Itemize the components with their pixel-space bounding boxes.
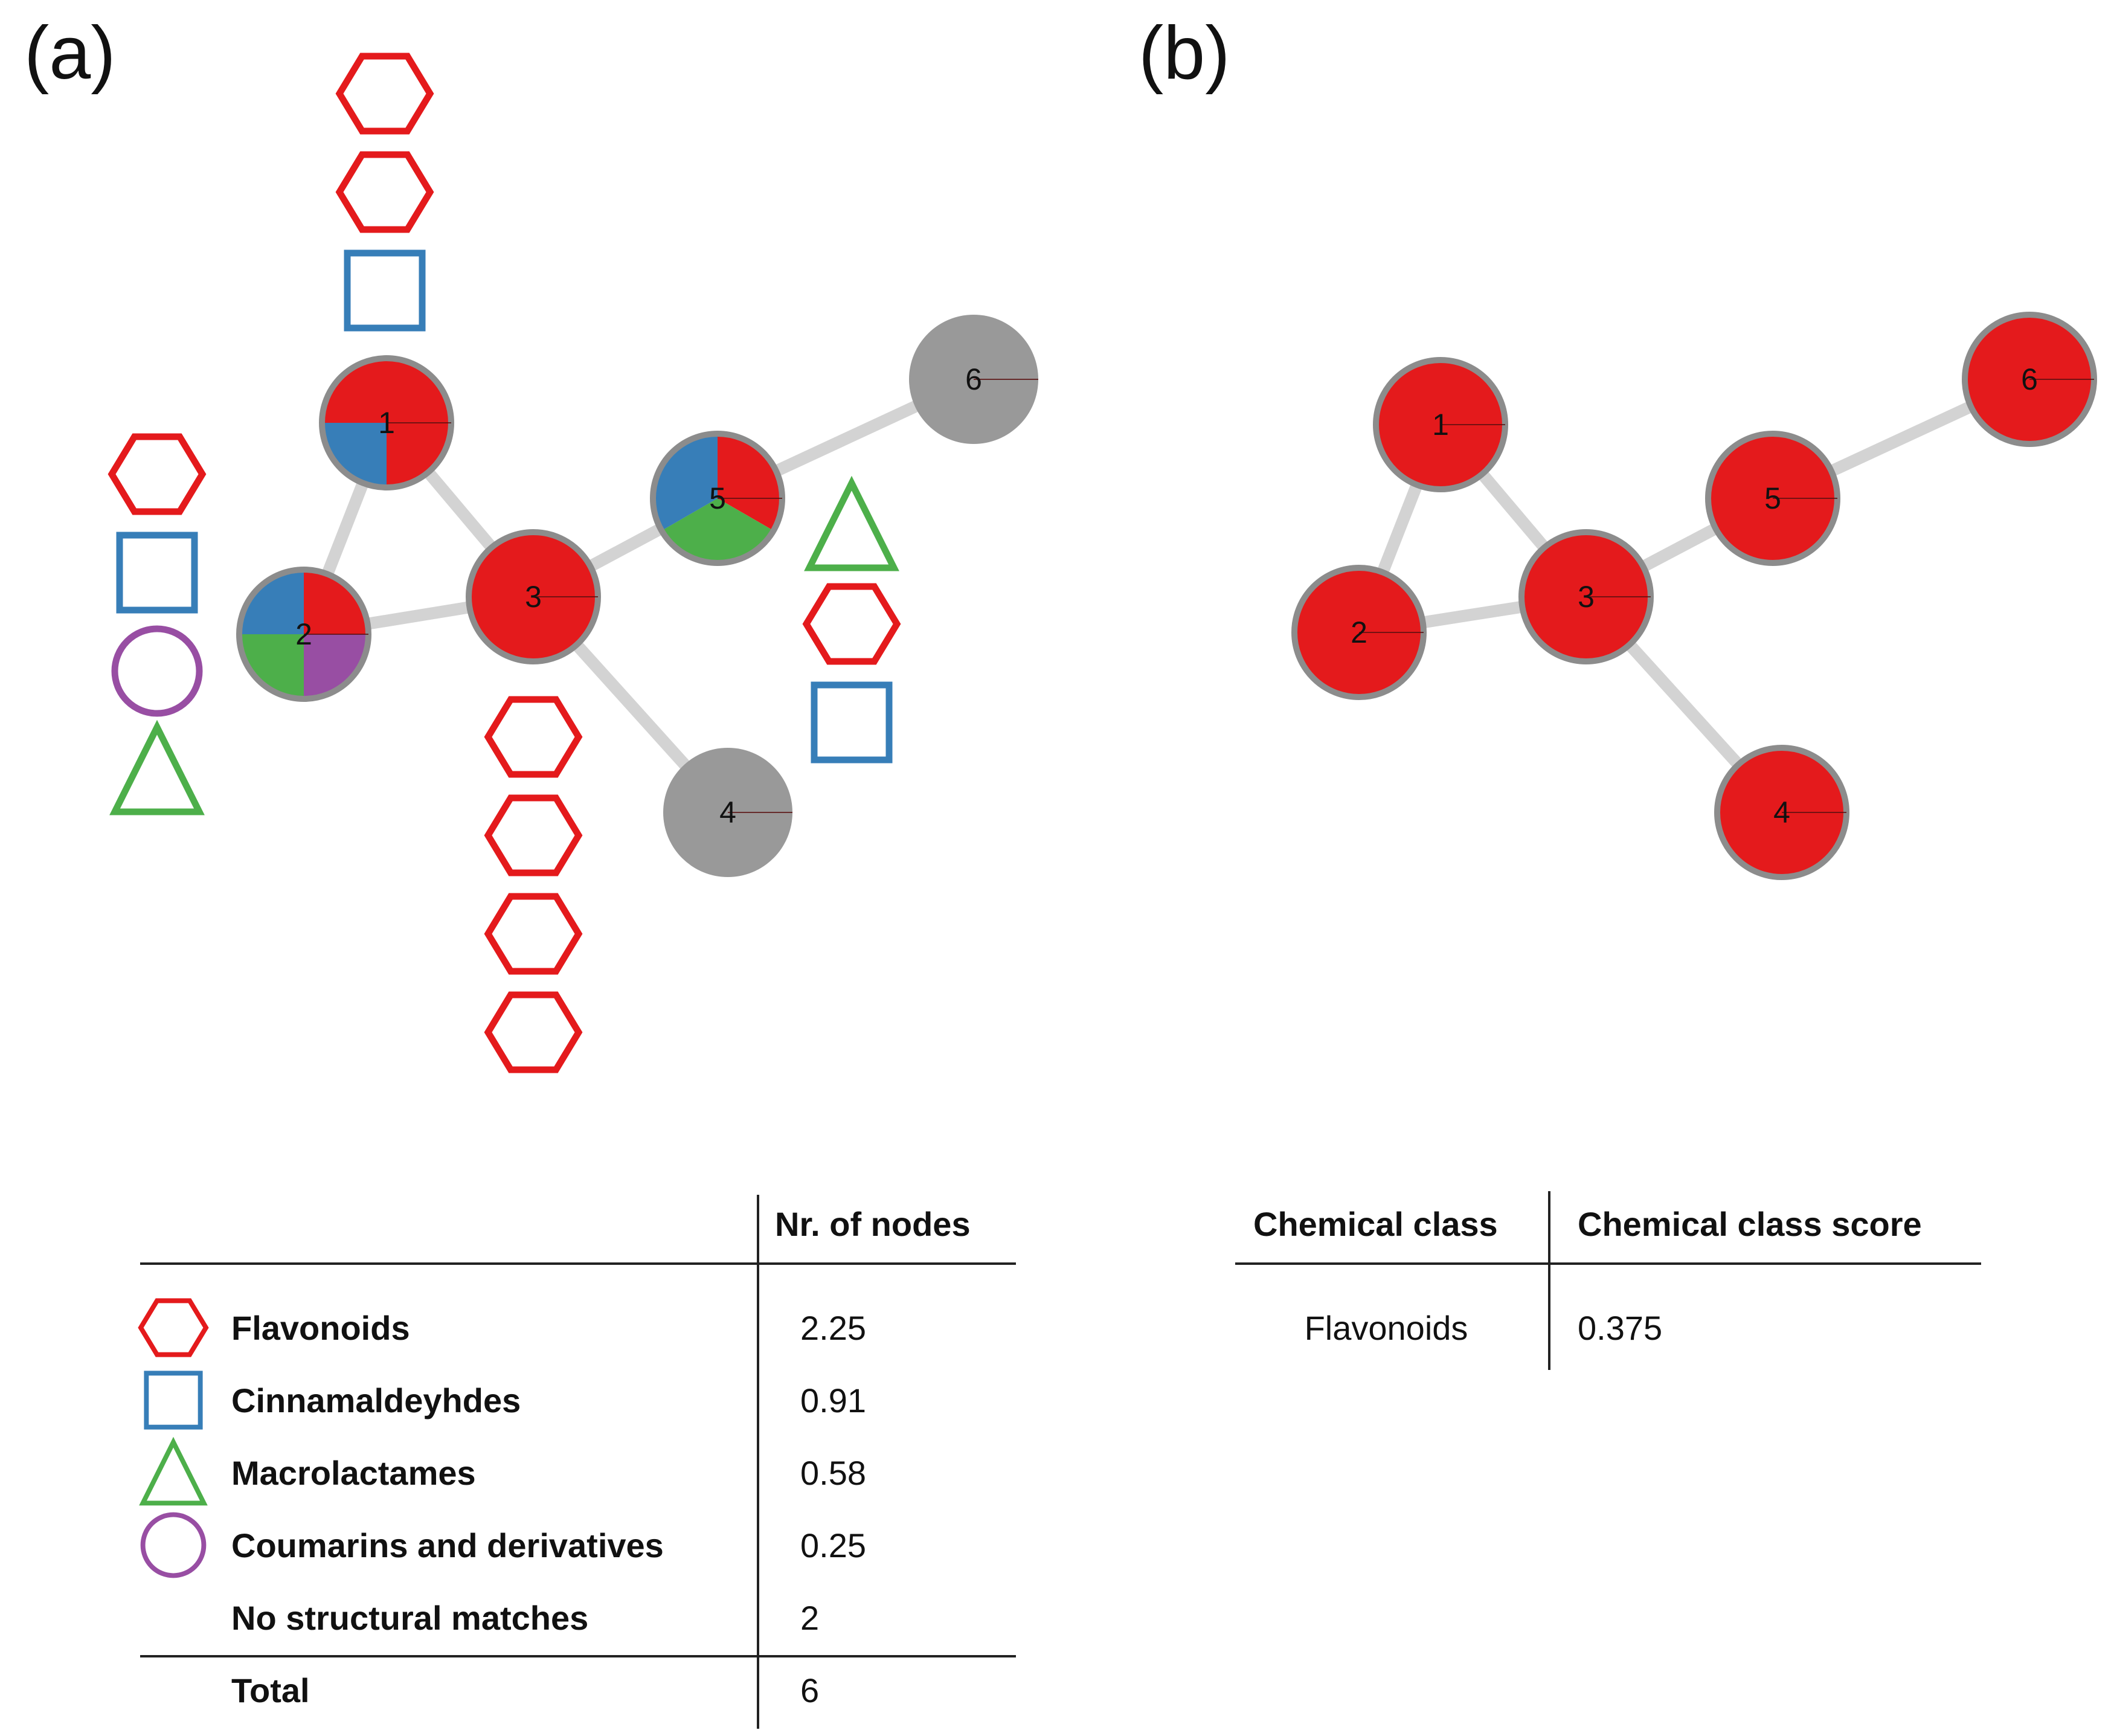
a-node-2-slice-red bbox=[304, 570, 368, 634]
table-a-label-total: Total bbox=[231, 1671, 310, 1709]
node-5-hexagon-icon bbox=[802, 583, 901, 665]
b-node-5: 5 bbox=[1705, 431, 1840, 566]
table-a-value-flavonoids: 2.25 bbox=[800, 1309, 866, 1347]
node-1-square-icon bbox=[344, 249, 426, 332]
shape-stack-node-3 bbox=[484, 696, 583, 1073]
table-b-header-class: Chemical class bbox=[1253, 1205, 1498, 1243]
node-2-triangle-icon bbox=[109, 719, 205, 815]
table-a-value-total: 6 bbox=[800, 1671, 819, 1709]
a-node-1-label: 1 bbox=[378, 406, 395, 440]
b-node-1: 1 bbox=[1373, 357, 1508, 492]
shape-stack-node-1 bbox=[335, 53, 434, 332]
a-node-2-slice-purple bbox=[304, 634, 368, 699]
a-node-4-label: 4 bbox=[719, 796, 736, 829]
node-3-hexagon-icon bbox=[484, 893, 583, 975]
node-2-circle-icon bbox=[111, 625, 203, 717]
a-node-2-slice-green bbox=[239, 634, 304, 699]
node-3-hexagon-icon bbox=[484, 696, 583, 778]
table-a-value-cinnamaldeyhdes: 0.91 bbox=[800, 1381, 866, 1419]
shape-stack-node-2 bbox=[108, 433, 207, 815]
panel-a-table: Nr. of nodes Flavonoids 2.25 Cinnamaldey… bbox=[138, 1195, 1016, 1729]
node-2-hexagon-icon bbox=[108, 433, 207, 515]
b-node-2-label: 2 bbox=[1351, 616, 1367, 649]
panel-a-letter: (a) bbox=[24, 11, 116, 95]
table-b-class-value: Flavonoids bbox=[1305, 1309, 1468, 1347]
a-node-2: 2 bbox=[236, 567, 371, 702]
a-node-5: 5 bbox=[650, 431, 785, 566]
b-node-3-label: 3 bbox=[1578, 580, 1595, 614]
shape-stack-node-5 bbox=[802, 475, 901, 764]
b-node-6: 6 bbox=[1962, 312, 2097, 447]
panel-a-nodes: 1 2 3 4 5 6 bbox=[236, 315, 1038, 877]
a-node-1-slice-red bbox=[322, 358, 387, 423]
b-node-6-label: 6 bbox=[2021, 362, 2038, 396]
a-node-1: 1 bbox=[319, 355, 454, 490]
node-2-square-icon bbox=[116, 532, 198, 614]
table-a-value-no-matches: 2 bbox=[800, 1599, 819, 1637]
panel-b-table: Chemical class Chemical class score Flav… bbox=[1235, 1191, 1981, 1370]
b-node-5-label: 5 bbox=[1764, 481, 1781, 515]
table-a-icons bbox=[138, 1298, 209, 1578]
a-node-6-label: 6 bbox=[965, 362, 982, 396]
table-a-value-macrolactames: 0.58 bbox=[800, 1454, 866, 1492]
a-node-2-slice-blue bbox=[239, 570, 304, 634]
b-node-4: 4 bbox=[1714, 745, 1849, 880]
b-node-3: 3 bbox=[1518, 529, 1654, 664]
panel-b-nodes: 1 2 3 4 5 6 bbox=[1291, 312, 2097, 880]
table-b-header-score: Chemical class score bbox=[1578, 1205, 1922, 1243]
a-node-6: 6 bbox=[909, 315, 1038, 444]
a-node-4: 4 bbox=[663, 748, 792, 877]
b-node-4-label: 4 bbox=[1773, 796, 1790, 829]
a-node-3-label: 3 bbox=[525, 580, 542, 614]
table-a-value-coumarins: 0.25 bbox=[800, 1526, 866, 1564]
node-1-hexagon-icon bbox=[335, 53, 434, 135]
table-a-circle-icon bbox=[140, 1512, 207, 1578]
panel-a-class-shapes bbox=[108, 53, 901, 1073]
a-node-5-label: 5 bbox=[709, 481, 726, 515]
a-node-2-label: 2 bbox=[295, 617, 312, 651]
a-node-5-slice-green bbox=[661, 498, 774, 563]
b-node-1-label: 1 bbox=[1432, 408, 1449, 442]
table-a-label-no-matches: No structural matches bbox=[231, 1599, 588, 1637]
table-a-hexagon-icon bbox=[138, 1298, 209, 1357]
node-3-hexagon-icon bbox=[484, 991, 583, 1073]
panel-b-letter: (b) bbox=[1139, 11, 1230, 95]
table-a-header-nr-nodes: Nr. of nodes bbox=[775, 1205, 971, 1243]
table-b-score-value: 0.375 bbox=[1578, 1309, 1662, 1347]
node-1-hexagon-icon bbox=[335, 151, 434, 233]
table-a-triangle-icon bbox=[139, 1436, 208, 1506]
node-5-square-icon bbox=[811, 681, 893, 764]
node-5-triangle-icon bbox=[804, 475, 899, 571]
a-node-3: 3 bbox=[466, 529, 601, 664]
node-3-hexagon-icon bbox=[484, 794, 583, 876]
a-node-1-slice-blue bbox=[322, 423, 387, 487]
table-a-label-coumarins: Coumarins and derivatives bbox=[231, 1526, 664, 1564]
table-a-label-cinnamaldeyhdes: Cinnamaldeyhdes bbox=[231, 1381, 521, 1419]
b-node-2: 2 bbox=[1291, 565, 1427, 700]
table-a-square-icon bbox=[144, 1371, 203, 1430]
table-a-label-macrolactames: Macrolactames bbox=[231, 1454, 476, 1492]
table-a-label-flavonoids: Flavonoids bbox=[231, 1309, 410, 1347]
